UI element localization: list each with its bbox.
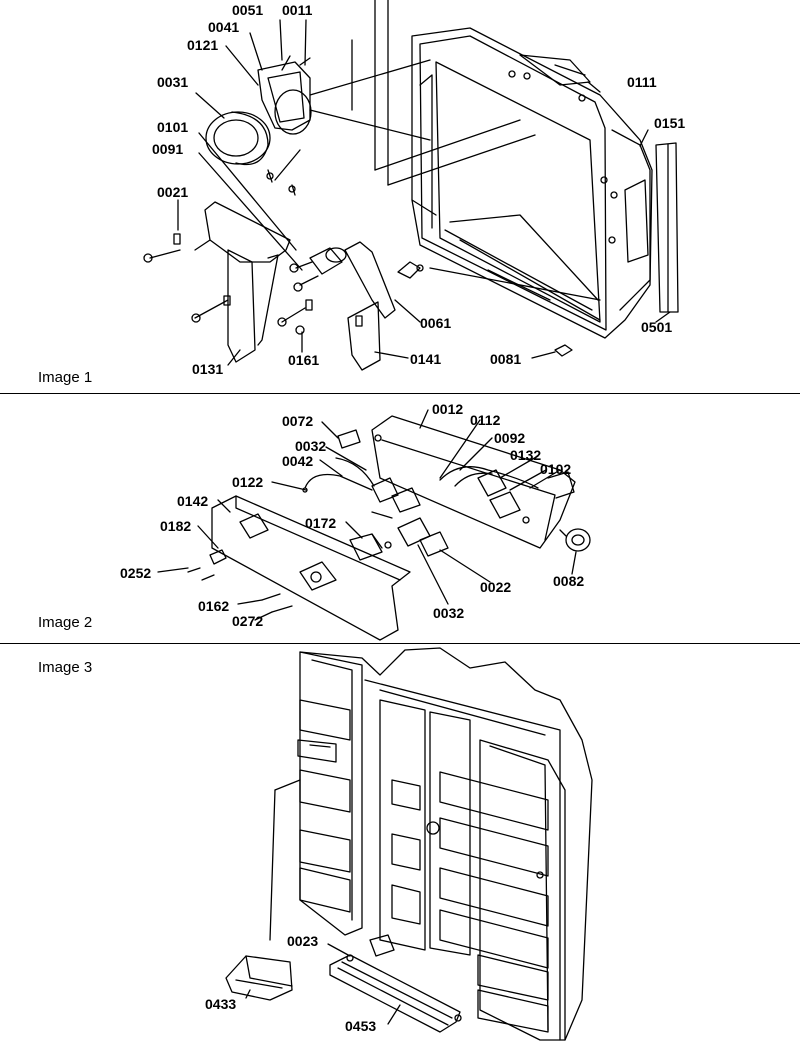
part-label: 0021: [157, 184, 189, 200]
part-label: 0161: [288, 352, 320, 368]
part-label: 0272: [232, 613, 264, 629]
part-label: 0122: [232, 474, 264, 490]
part-label: 0453: [345, 1018, 377, 1034]
part-label: 0061: [420, 315, 452, 331]
part-label: 0023: [287, 933, 319, 949]
part-label: 0172: [305, 515, 337, 531]
part-label: 0151: [654, 115, 686, 131]
part-label: 0042: [282, 453, 314, 469]
part-label: 0142: [177, 493, 209, 509]
part-label: 0022: [480, 579, 512, 595]
part-label: 0032: [433, 605, 465, 621]
part-label: 0091: [152, 141, 184, 157]
part-label: 0501: [641, 319, 673, 335]
section-title-image-1: Image 1: [38, 369, 93, 386]
refrigerator-doors-drawing: [225, 647, 593, 1041]
part-label: 0012: [432, 401, 464, 417]
part-label: 0131: [192, 361, 224, 377]
part-label: 0141: [410, 351, 442, 367]
part-label: 0433: [205, 996, 237, 1012]
section-title-image-2: Image 2: [38, 614, 93, 631]
part-label: 0032: [295, 438, 327, 454]
part-label: 0051: [232, 2, 264, 18]
part-label: 0072: [282, 413, 314, 429]
part-label: 0111: [627, 74, 657, 90]
part-label: 0081: [490, 351, 522, 367]
section-title-image-3: Image 3: [38, 659, 93, 676]
part-label: 0011: [282, 2, 313, 18]
part-label: 0102: [540, 461, 572, 477]
section-divider: [0, 643, 800, 644]
section-divider: [0, 393, 800, 394]
part-label: 0041: [208, 19, 240, 35]
part-label: 0252: [120, 565, 152, 581]
part-label: 0162: [198, 598, 230, 614]
ice-bucket-assembly-drawing: [143, 0, 679, 371]
dispenser-control-assembly-drawing: [157, 409, 591, 641]
part-label: 0082: [553, 573, 585, 589]
part-label: 0101: [157, 119, 189, 135]
part-label: 0132: [510, 447, 542, 463]
part-label: 0092: [494, 430, 526, 446]
part-label: 0031: [157, 74, 189, 90]
part-label: 0182: [160, 518, 192, 534]
part-label: 0121: [187, 37, 219, 53]
part-label: 0112: [470, 412, 501, 428]
